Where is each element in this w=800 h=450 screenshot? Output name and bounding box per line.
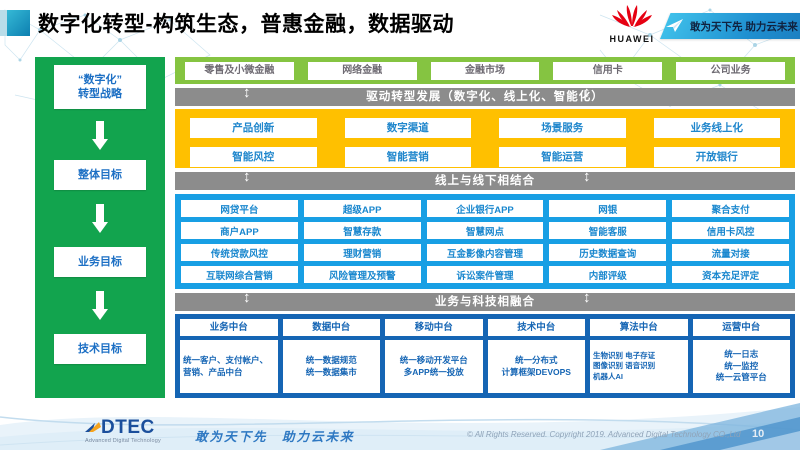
- application-box: 超级APP: [303, 200, 421, 217]
- bar-online-offline-label: 线上与线下相结合: [435, 175, 535, 187]
- dtec-wordmark: DTEC: [101, 417, 155, 438]
- application-box: 互金影像内容管理: [426, 244, 544, 261]
- platform-detail-box: 生物识别 电子存证 图像识别 语音识别 机器人AI: [590, 340, 688, 393]
- down-arrow-icon: [92, 291, 108, 320]
- platform-title-box: 算法中台: [590, 319, 688, 336]
- strategy-box-tech-goal: 技术目标: [54, 334, 146, 364]
- capability-box: 数字渠道: [344, 118, 471, 138]
- huawei-logo: HUAWEI: [604, 4, 660, 44]
- huawei-flower-icon: [612, 5, 652, 27]
- platform-detail-box: 统一数据规范 统一数据集市: [282, 340, 380, 393]
- capability-box: 产品创新: [190, 118, 317, 138]
- updown-arrow-icon: ↕: [583, 84, 592, 101]
- copyright-text: © All Rights Reserved. Copyright 2019. A…: [467, 430, 741, 439]
- application-box: 诉讼案件管理: [426, 266, 544, 283]
- application-box: 智慧存款: [303, 222, 421, 239]
- business-line-box: 零售及小微金融: [185, 61, 294, 80]
- bar-biz-tech-label: 业务与科技相融合: [435, 296, 535, 308]
- bar-drive-label: 驱动转型发展（数字化、线上化、智能化）: [366, 91, 604, 103]
- down-arrow-icon: [92, 204, 108, 233]
- platform-detail-box: 统一客户、支付帐户、营销、产品中台: [180, 340, 278, 393]
- platform-title-box: 运营中台: [692, 319, 790, 336]
- applications-panel: 网贷平台 超级APP 企业银行APP 网银 聚合支付 商户APP 智慧存款 智慧…: [175, 194, 795, 289]
- updown-arrow-icon: ↕: [243, 84, 252, 101]
- platform-detail-box: 统一移动开发平台 多APP统一投放: [385, 340, 483, 393]
- application-box: 企业银行APP: [426, 200, 544, 217]
- middle-platform-panel: 业务中台 数据中台 移动中台 技术中台 算法中台 运营中台 统一客户、支付帐户、…: [175, 314, 795, 398]
- platform-detail-box: 统一日志 统一监控 统一云管平台: [692, 340, 790, 393]
- application-box: 理财营销: [303, 244, 421, 261]
- application-box: 智能客服: [549, 222, 667, 239]
- application-box: 资本充足评定: [672, 266, 789, 283]
- strategy-box-digital-transform: “数字化” 转型战略: [54, 65, 146, 109]
- bar-online-offline: ↕ 线上与线下相结合 ↕: [175, 168, 795, 190]
- bar-biz-tech: ↕ 业务与科技相融合 ↕: [175, 289, 795, 311]
- updown-arrow-icon: ↕: [243, 289, 252, 306]
- down-arrow-icon: [92, 121, 108, 150]
- application-box: 互联网综合营销: [181, 266, 298, 283]
- application-box: 传统贷款风控: [181, 244, 298, 261]
- dtec-logo-icon: [85, 422, 101, 432]
- business-lines-row: 零售及小微金融 网络金融 金融市场 信用卡 公司业务: [175, 57, 795, 84]
- capability-box: 业务线上化: [653, 118, 780, 138]
- dtec-subtext: Advanced Digital Technology: [85, 438, 161, 444]
- platform-title-box: 移动中台: [385, 319, 483, 336]
- business-line-box: 信用卡: [553, 61, 663, 80]
- strategy-box-business-goal: 业务目标: [54, 247, 146, 277]
- capability-box: 智能风控: [190, 147, 317, 167]
- application-box: 商户APP: [181, 222, 298, 239]
- platform-detail-box: 统一分布式 计算框架DEVOPS: [487, 340, 585, 393]
- capability-box: 智能运营: [499, 147, 626, 167]
- application-box: 风险管理及预警: [303, 266, 421, 283]
- updown-arrow-icon: ↕: [583, 168, 592, 185]
- page-number: 10: [752, 428, 765, 440]
- platform-title-box: 数据中台: [282, 319, 380, 336]
- paper-plane-icon: [666, 19, 683, 32]
- capability-box: 开放银行: [653, 147, 780, 167]
- platform-title-box: 技术中台: [487, 319, 585, 336]
- capabilities-panel: 产品创新 数字渠道 场景服务 业务线上化 智能风控 智能营销 智能运营 开放银行: [175, 109, 795, 168]
- platform-title-box: 业务中台: [180, 319, 278, 336]
- updown-arrow-icon: ↕: [583, 289, 592, 306]
- dtec-logo: DTEC Advanced Digital Technology: [85, 417, 195, 444]
- header-ribbon-content: 敢为天下先 助力云未来: [666, 13, 800, 39]
- bar-drive-transform: ↕ 驱动转型发展（数字化、线上化、智能化） ↕: [175, 84, 795, 106]
- strategy-sidebar: “数字化” 转型战略 整体目标 业务目标 技术目标: [35, 57, 165, 398]
- application-box: 历史数据查询: [549, 244, 667, 261]
- title-accent-bar-light: [0, 10, 7, 36]
- huawei-wordmark: HUAWEI: [609, 34, 655, 44]
- header-slogan: 敢为天下先 助力云未来: [690, 20, 798, 33]
- business-line-box: 网络金融: [307, 61, 417, 80]
- footer-slogan: 敢为天下先 助力云未来: [195, 430, 355, 444]
- strategy-box-overall-goal: 整体目标: [54, 160, 146, 190]
- application-box: 网贷平台: [181, 200, 298, 217]
- updown-arrow-icon: ↕: [243, 168, 252, 185]
- application-box: 聚合支付: [672, 200, 789, 217]
- title-accent-bar: [7, 10, 30, 36]
- application-box: 信用卡风控: [672, 222, 789, 239]
- page-title: 数字化转型-构筑生态，普惠金融，数据驱动: [38, 13, 454, 36]
- application-box: 智慧网点: [426, 222, 544, 239]
- capability-box: 智能营销: [344, 147, 471, 167]
- application-box: 网银: [549, 200, 667, 217]
- capability-box: 场景服务: [499, 118, 626, 138]
- main-diagram: 零售及小微金融 网络金融 金融市场 信用卡 公司业务 ↕ 驱动转型发展（数字化、…: [175, 57, 795, 398]
- application-box: 内部评级: [549, 266, 667, 283]
- business-line-box: 公司业务: [676, 61, 785, 80]
- business-line-box: 金融市场: [430, 61, 540, 80]
- application-box: 流量对接: [672, 244, 789, 261]
